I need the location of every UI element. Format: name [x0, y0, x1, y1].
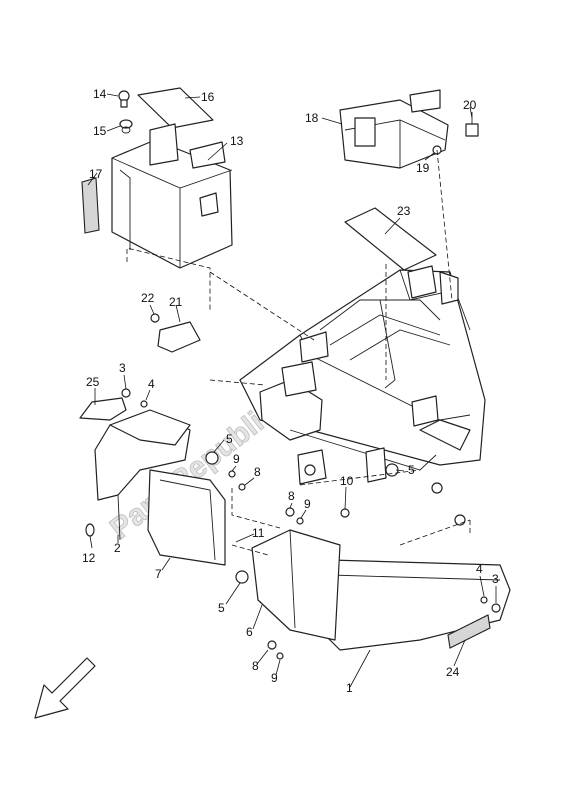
callout-3b: 3 [492, 572, 499, 586]
callout-14: 14 [93, 87, 107, 101]
callout-numbers: 1 2 3 3 4 4 5 5 5 6 7 8 8 8 9 9 9 10 11 … [82, 87, 499, 695]
damper-plate-23 [344, 207, 437, 271]
callout-4a: 4 [148, 377, 155, 391]
panel-7 [147, 469, 226, 566]
emblem-24 [447, 614, 491, 649]
callout-11: 11 [252, 526, 265, 540]
callout-15: 15 [93, 124, 107, 138]
frame [239, 265, 486, 526]
leader-lines [87, 93, 497, 688]
callout-17: 17 [89, 167, 103, 181]
assembly-lines [126, 149, 471, 556]
callout-19: 19 [416, 161, 430, 175]
callout-3a: 3 [119, 361, 126, 375]
grommet-15 [119, 119, 133, 134]
callout-24: 24 [446, 665, 460, 679]
callout-18: 18 [305, 111, 319, 125]
emblem-strip-25 [79, 397, 127, 421]
relay-bracket [339, 89, 449, 169]
battery-cover-plate [137, 87, 214, 129]
fasteners [121, 313, 501, 660]
battery-strap [81, 177, 100, 234]
callout-8b: 8 [288, 489, 295, 503]
callout-5b: 5 [408, 463, 415, 477]
callout-5c: 5 [218, 601, 225, 615]
callout-7: 7 [155, 567, 162, 581]
callout-20: 20 [463, 98, 477, 112]
front-direction-arrow [34, 657, 96, 719]
callout-12: 12 [82, 551, 96, 565]
callout-10: 10 [340, 474, 354, 488]
callout-22: 22 [141, 291, 155, 305]
callout-5a: 5 [226, 432, 233, 446]
callout-6: 6 [246, 625, 253, 639]
callout-21: 21 [169, 295, 183, 309]
battery-box [111, 123, 233, 269]
bolt-14 [118, 90, 130, 108]
callout-9b: 9 [304, 497, 311, 511]
callout-9a: 9 [233, 452, 240, 466]
callout-8a: 8 [254, 465, 261, 479]
cover-bracket-6 [251, 529, 341, 641]
callout-9c: 9 [271, 671, 278, 685]
grommet-12 [85, 523, 95, 537]
side-cover-left [94, 409, 191, 541]
callout-2: 2 [114, 541, 121, 555]
callout-16: 16 [201, 90, 215, 104]
bolt-20 [465, 112, 479, 137]
callout-23: 23 [397, 204, 411, 218]
callout-25: 25 [86, 375, 100, 389]
callout-13: 13 [230, 134, 244, 148]
callout-4b: 4 [476, 562, 483, 576]
callout-1: 1 [346, 681, 353, 695]
callout-8c: 8 [252, 659, 259, 673]
